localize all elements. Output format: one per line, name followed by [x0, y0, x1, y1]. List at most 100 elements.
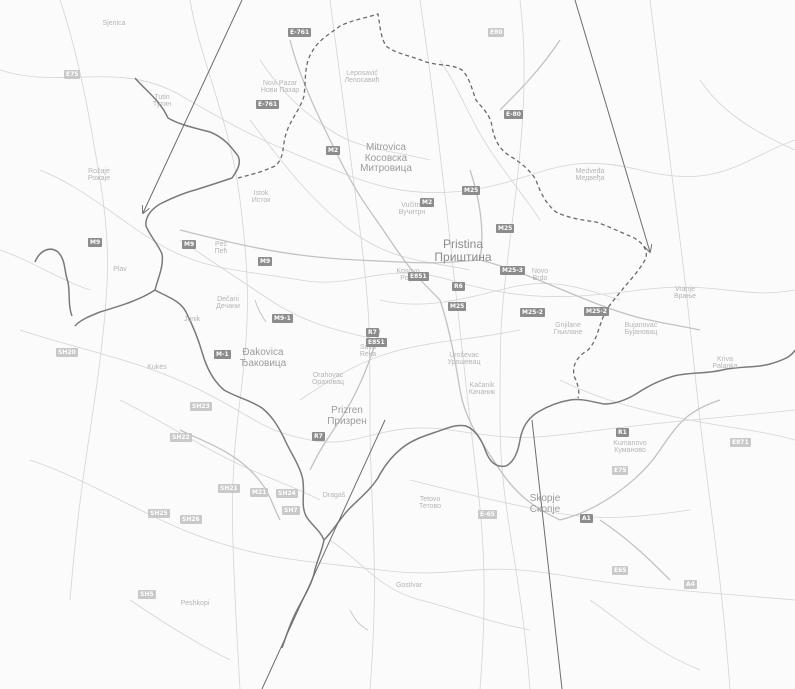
road-shield[interactable]: M2: [326, 146, 341, 155]
road-shield[interactable]: E851: [408, 272, 429, 281]
city-gostivar[interactable]: Gostivar: [384, 582, 434, 589]
city-novi-pazar[interactable]: Novi Pazar Нови Пазар: [250, 80, 310, 95]
road-shield[interactable]: R1: [616, 428, 629, 437]
city-sjenica[interactable]: Sjenica: [90, 20, 138, 27]
city-prizren[interactable]: Prizren Призрен: [312, 405, 382, 427]
road-shield[interactable]: A1: [580, 514, 593, 523]
road-shield[interactable]: M21: [250, 488, 269, 497]
city-name-cyrillic: Исток: [251, 197, 271, 205]
city-rozaje[interactable]: Rožaje Рожаје: [72, 168, 126, 183]
city-leposavic[interactable]: Leposavić Лепосавић: [332, 70, 392, 85]
city-bujanovac[interactable]: Bujanovac Бујановац: [610, 322, 672, 337]
road-shield[interactable]: SH25: [148, 509, 170, 518]
city-name-latin: Kriva: [717, 356, 733, 363]
road-shield[interactable]: M9: [88, 238, 103, 247]
city-novo-brdo[interactable]: Novo Brdo: [520, 268, 560, 283]
road-shield[interactable]: M25: [448, 302, 467, 311]
road-shield[interactable]: E65: [612, 566, 629, 575]
road-shield[interactable]: M9: [182, 240, 197, 249]
road-shield[interactable]: SH24: [276, 489, 298, 498]
city-kacanik[interactable]: Kačanik Качаник: [454, 382, 510, 397]
city-suva-reka[interactable]: Suva Reka: [348, 344, 388, 359]
road-shield[interactable]: E75: [612, 466, 629, 475]
road-shield[interactable]: SH26: [180, 515, 202, 524]
city-medvedja[interactable]: Medveđa Медвеђа: [560, 168, 620, 183]
road-shield[interactable]: M2: [420, 198, 435, 207]
road-shield[interactable]: SH20: [56, 348, 78, 357]
city-name-latin: Kukës: [147, 364, 167, 371]
city-tutin[interactable]: Tutin Тутин: [140, 94, 184, 109]
city-djakovica[interactable]: Đakovica Ђаковица: [226, 347, 300, 369]
road-shield[interactable]: M25: [496, 224, 515, 233]
road-shield[interactable]: M9-1: [272, 314, 293, 323]
city-kumanovo[interactable]: Kumanovo Куманово: [598, 440, 662, 455]
city-skopje[interactable]: Skopje Скопје: [512, 493, 578, 515]
city-name-latin: Tutin: [154, 94, 170, 101]
road-shield[interactable]: E871: [730, 438, 751, 447]
city-name-latin: Uroševac: [449, 352, 479, 359]
city-name-latin: Kačanik: [469, 382, 495, 389]
city-gnjilane[interactable]: Gnjilane Гњилане: [538, 322, 598, 337]
serbia-kosovo-boundary: [237, 13, 647, 399]
city-kosovo-polje[interactable]: Kosovo Polje: [386, 268, 430, 283]
road-shield[interactable]: SH5: [138, 590, 156, 599]
road-shield[interactable]: SH22: [170, 433, 192, 442]
montenegro-border: [74, 77, 241, 327]
city-kriva-palanka[interactable]: Kriva Palanka: [700, 356, 750, 371]
city-name-latin: Tetovo: [419, 496, 441, 503]
city-name-cyrillic: Лепосавић: [344, 77, 380, 85]
city-pec[interactable]: Peć Пећ: [196, 241, 246, 256]
road-shield[interactable]: E-761: [288, 28, 312, 37]
city-vucitrn[interactable]: Vučitrn Вучитрн: [386, 202, 438, 217]
city-tetovo[interactable]: Tetovo Тетово: [400, 496, 460, 511]
road-shield[interactable]: E-65: [478, 510, 497, 519]
road-shield[interactable]: SH23: [190, 402, 212, 411]
city-mitrovica[interactable]: Mitrovica Косовска Митровица: [346, 142, 426, 175]
city-name-cyrillic: Призрен: [327, 415, 367, 427]
road-shield[interactable]: M25-3: [500, 266, 525, 275]
road-shield[interactable]: E-80: [504, 110, 523, 119]
road-shield[interactable]: R7: [312, 432, 325, 441]
road-shield[interactable]: SH21: [218, 484, 240, 493]
perspective-ray-right-top: [574, 0, 650, 252]
city-name-latin: Pristina: [442, 237, 483, 251]
city-peshkopi[interactable]: Peshkopi: [170, 600, 220, 607]
city-name-latin-2: Palanka: [712, 363, 738, 371]
city-name-latin-2: Brdo: [532, 275, 548, 283]
road-shield[interactable]: R6: [452, 282, 465, 291]
city-plav[interactable]: Plav: [100, 266, 140, 273]
river-features: [254, 299, 369, 631]
city-pristina[interactable]: Pristina Приштина: [420, 238, 506, 263]
road-shield[interactable]: M25: [462, 186, 481, 195]
road-shield[interactable]: M9: [258, 257, 273, 266]
road-shield[interactable]: E851: [366, 338, 387, 347]
road-shield[interactable]: SH7: [282, 506, 300, 515]
city-urosevac[interactable]: Uroševac Урошевац: [432, 352, 496, 367]
city-junik[interactable]: Junik: [172, 316, 212, 323]
road-shield[interactable]: E-761: [256, 100, 280, 109]
city-name-cyrillic: Скопје: [529, 503, 561, 515]
city-istok[interactable]: Istok Исток: [236, 190, 286, 205]
city-kukes[interactable]: Kukës: [132, 364, 182, 371]
city-name-latin: Dečani: [217, 296, 239, 303]
city-orahovac[interactable]: Orahovac Ораховац: [300, 372, 356, 387]
city-name-latin: Medveđa: [575, 168, 605, 175]
city-decani[interactable]: Dečani Дечани: [204, 296, 252, 311]
city-dragas[interactable]: Dragaš: [312, 492, 356, 499]
road-shield[interactable]: A4: [684, 580, 697, 589]
road-shield[interactable]: E80: [488, 28, 505, 37]
road-shield[interactable]: E75: [64, 70, 81, 79]
city-name-latin: Vranje: [675, 286, 695, 293]
road-shield[interactable]: M25-2: [520, 308, 545, 317]
city-name-latin: Gostivar: [395, 582, 423, 589]
city-name-latin: Bujanovac: [624, 322, 658, 329]
city-vranje[interactable]: Vranje Врање: [660, 286, 710, 301]
road-shield[interactable]: R7: [366, 328, 379, 337]
road-shield[interactable]: M-1: [214, 350, 231, 359]
city-name-cyrillic: Косовска: [364, 152, 408, 164]
road-shield[interactable]: M25-2: [584, 307, 609, 316]
city-name-cyrillic: Нови Пазар: [260, 87, 300, 95]
kosovo-macedonia-border: [323, 349, 795, 541]
